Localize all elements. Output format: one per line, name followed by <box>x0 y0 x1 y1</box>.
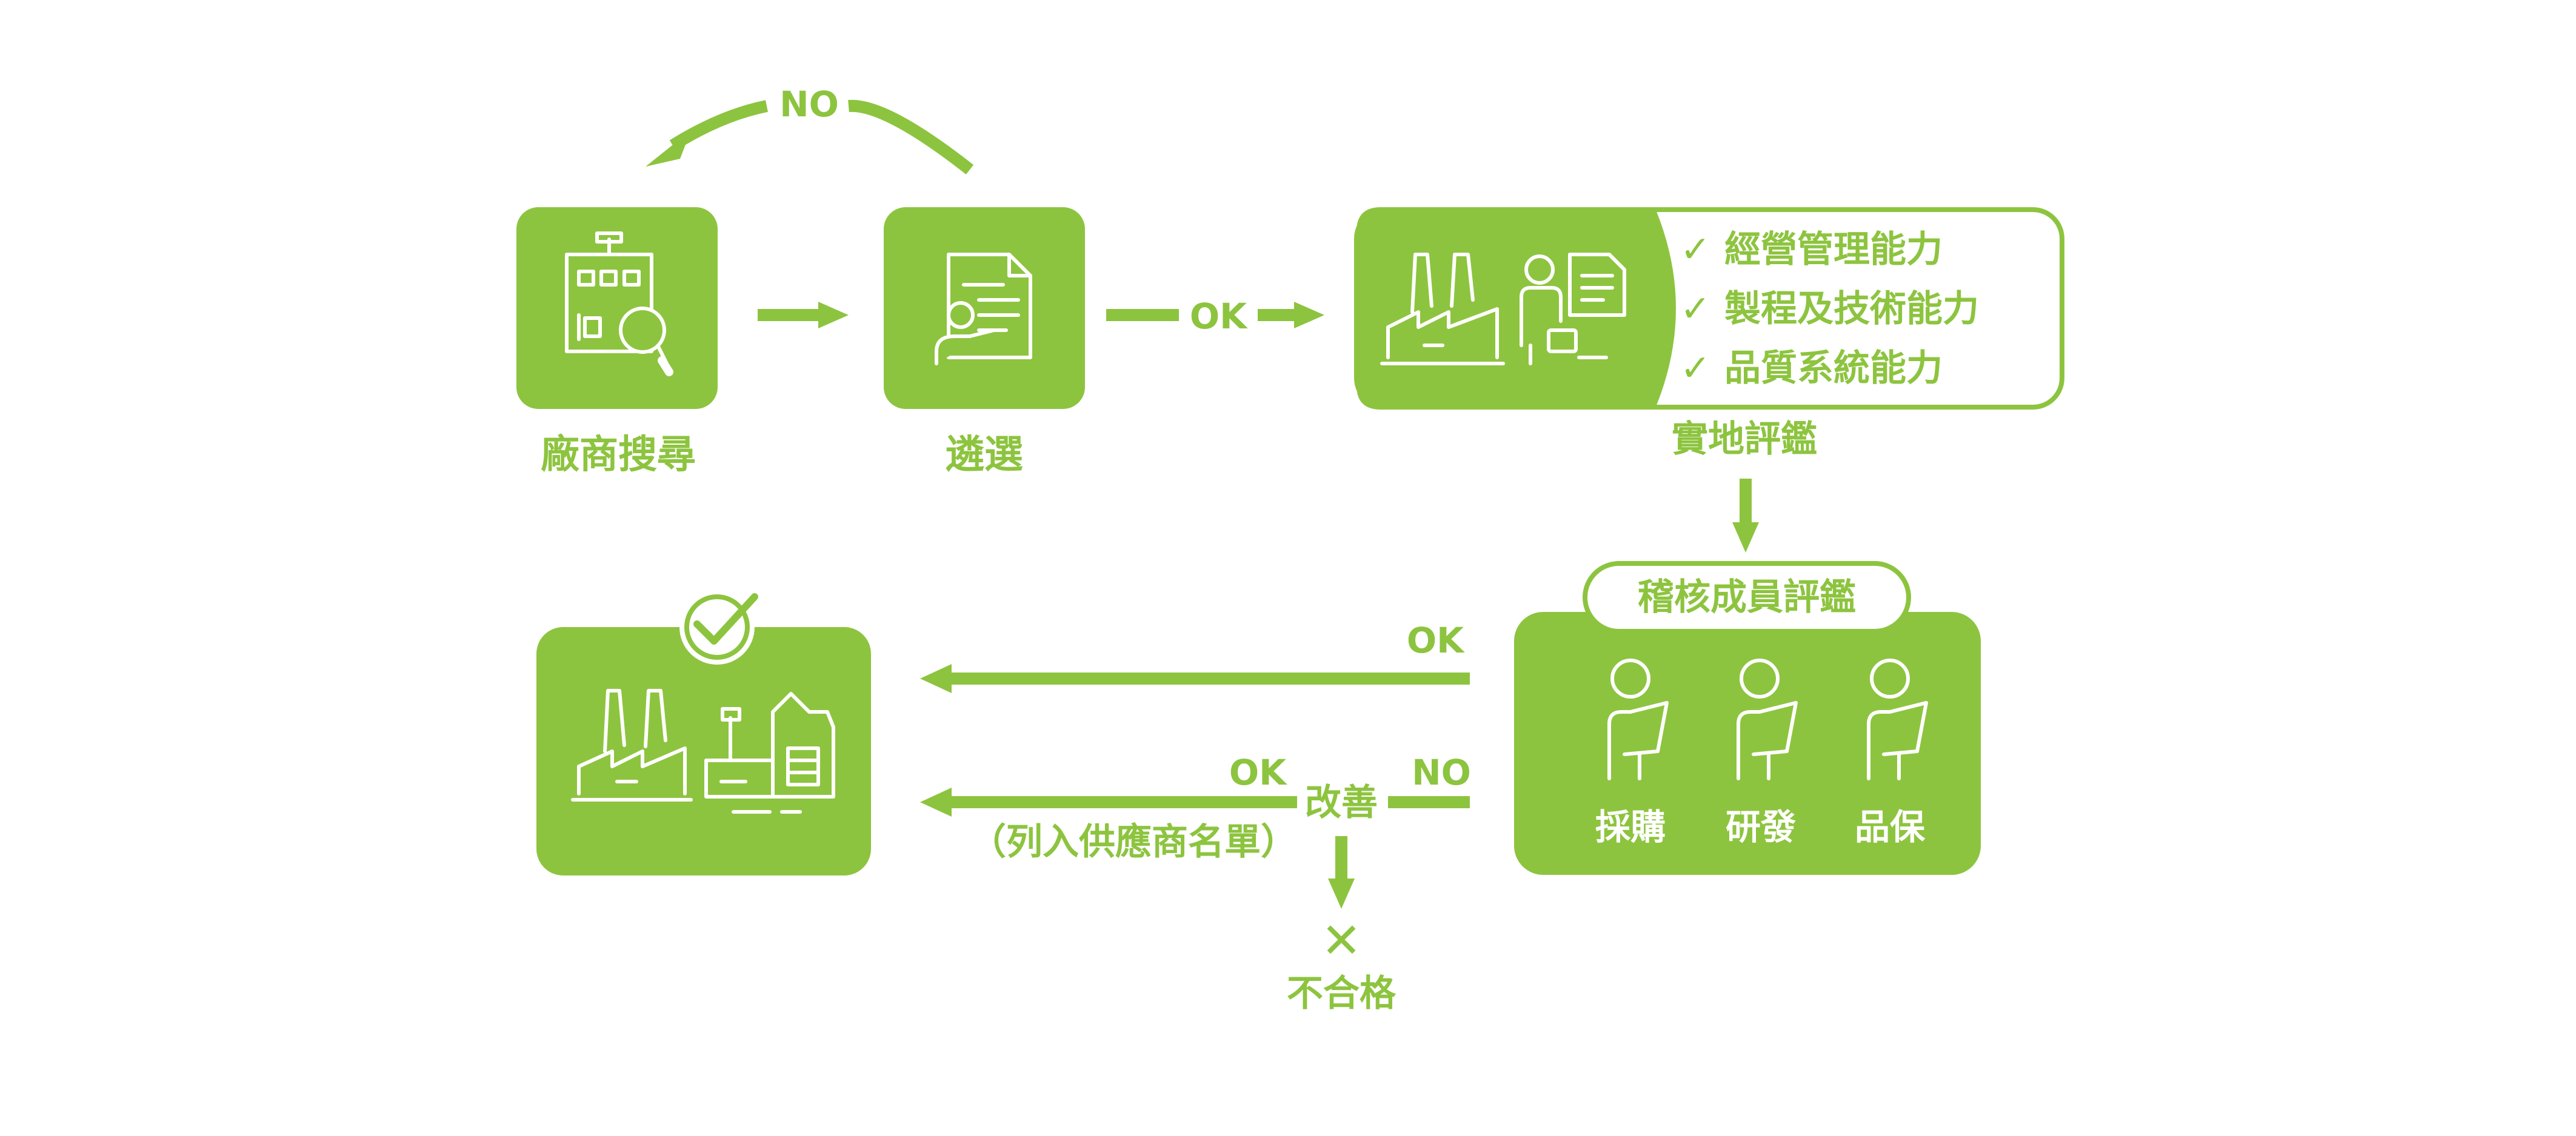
screening-label: 遴選 <box>946 433 1023 477</box>
search-label: 廠商搜尋 <box>541 433 696 477</box>
audit-member-label: 研發 <box>1726 806 1796 848</box>
audit-title: 稽核成員評鑑 <box>1638 576 1856 619</box>
factory-inspector-icon <box>1380 253 1626 365</box>
ok-improve-label: OK <box>1229 752 1287 793</box>
no-return-arrowhead <box>646 130 691 167</box>
arrowhead-onsite-to-audit <box>1732 522 1759 553</box>
audit-member-label: 採購 <box>1595 806 1666 848</box>
fail-x-icon: ✕ <box>1321 912 1361 969</box>
no-top-label: NO <box>779 84 839 125</box>
audit-title-pill <box>1583 561 1911 634</box>
search-box <box>516 207 718 409</box>
onsite-criteria-list: ✓ 經營管理能力 ✓ 製程及技術能力 ✓ 品質系統能力 <box>1680 228 1979 390</box>
approved-box <box>536 627 871 875</box>
audit-box <box>1514 612 1981 875</box>
no-return-arrow <box>848 99 974 174</box>
criteria-item: 製程及技術能力 <box>1724 288 1979 330</box>
screening-box <box>884 207 1085 409</box>
person-icon <box>1607 659 1669 780</box>
criteria-item: 品質系統能力 <box>1724 347 1943 390</box>
fail-label: 不合格 <box>1287 972 1396 1015</box>
person-icon <box>1737 659 1798 780</box>
ok-audit-label: OK <box>1407 620 1465 661</box>
arrowhead-audit-ok <box>920 664 952 693</box>
document-presenter-icon <box>935 253 1032 365</box>
onsite-label: 實地評鑑 <box>1672 418 1817 460</box>
arrowhead-improve-fail <box>1328 879 1355 909</box>
supplier-list-note: （列入供應商名單） <box>970 821 1297 863</box>
criteria-check-icon: ✓ <box>1680 288 1710 330</box>
audit-member-label: 品保 <box>1855 806 1926 848</box>
criteria-check-icon: ✓ <box>1680 347 1710 390</box>
arrowhead-improve-ok <box>920 788 952 817</box>
improve-label: 改善 <box>1305 782 1378 824</box>
criteria-check-icon: ✓ <box>1680 228 1710 271</box>
building-search-icon <box>565 231 673 376</box>
person-icon <box>1867 659 1928 780</box>
arrowhead-screening-to-onsite <box>1294 302 1324 328</box>
arrowhead-search-to-screening <box>818 302 849 328</box>
factory-approved-icon <box>571 689 835 814</box>
check-circle-icon <box>679 590 758 665</box>
criteria-item: 經營管理能力 <box>1724 228 1943 271</box>
no-audit-label: NO <box>1412 752 1471 793</box>
onsite-box <box>1356 207 1676 410</box>
ok-screening-label: OK <box>1190 296 1248 337</box>
